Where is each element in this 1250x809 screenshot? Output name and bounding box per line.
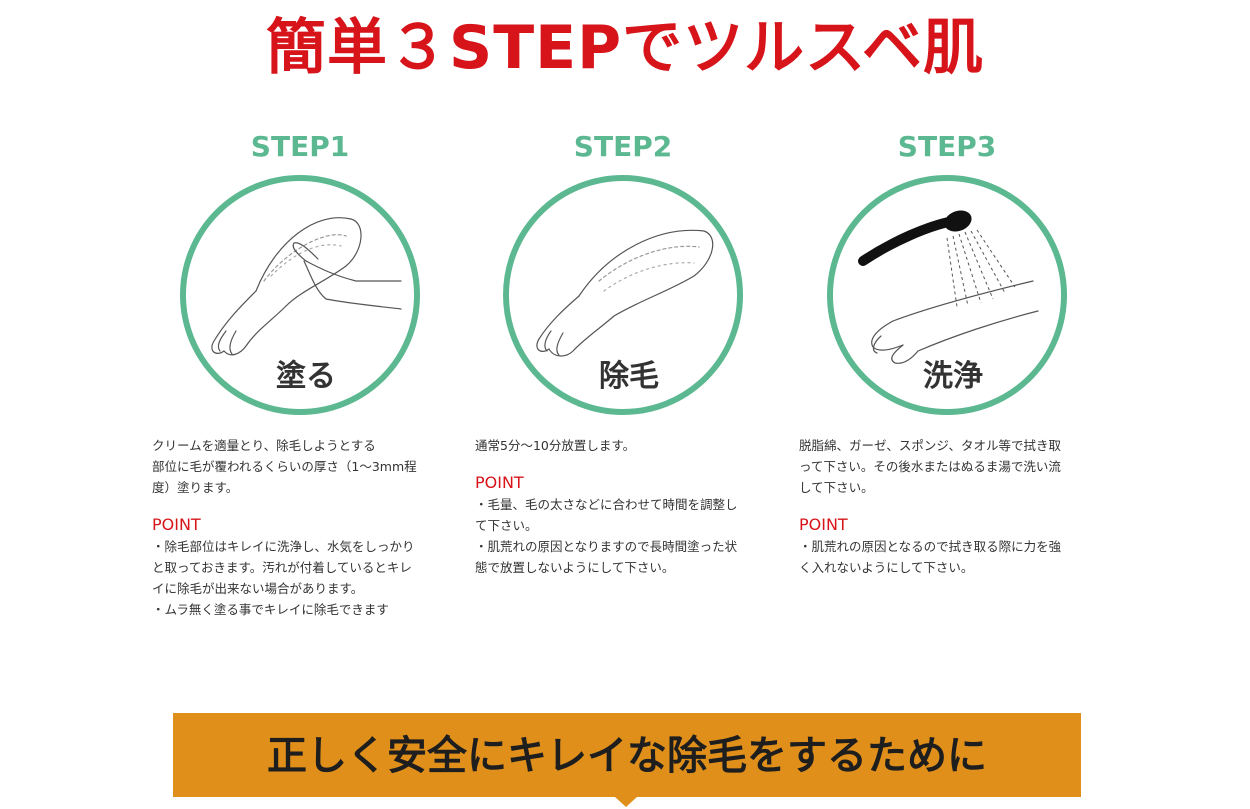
step-label: STEP1 (250, 130, 350, 163)
hand-applying-cream-icon (211, 217, 402, 356)
step-illustration-circle: 塗る (180, 175, 420, 415)
point-heading: POINT (152, 515, 201, 534)
step-description: 脱脂綿、ガーゼ、スポンジ、タオル等で拭き取 って下さい。その後水またはぬるま湯で… (799, 438, 1062, 495)
step-illustration-circle: 除毛 (503, 175, 743, 415)
point-heading: POINT (475, 473, 524, 492)
step-description: クリームを適量とり、除毛しようとする 部位に毛が覆われるくらいの厚さ（1〜3mm… (152, 438, 417, 495)
step-action-label: 洗浄 (923, 359, 983, 394)
step-description: 通常5分〜10分放置します。 (475, 438, 636, 453)
step-action-label: 塗る (276, 359, 336, 394)
banner-heading: 正しく安全にキレイな除毛をするために (267, 733, 987, 779)
point-heading: POINT (799, 515, 848, 534)
section-banner: 正しく安全にキレイな除毛をするために (173, 713, 1081, 797)
point-body: ・毛量、毛の太さなどに合わせて時間を調整し て下さい。 ・肌荒れの原因となります… (475, 497, 738, 575)
step-label: STEP2 (573, 130, 673, 163)
point-body: ・肌荒れの原因となるので拭き取る際に力を強 く入れないようにして下さい。 (799, 539, 1062, 575)
page-title: 簡単３STEPでツルスベ肌 (266, 13, 984, 83)
point-body: ・除毛部位はキレイに洗浄し、水気をしっかり と取っておきます。汚れが付着している… (152, 539, 415, 617)
banner-arrow-down-icon (615, 797, 637, 807)
arm-with-cream-icon (536, 229, 714, 357)
step-label: STEP3 (897, 130, 997, 163)
step-action-label: 除毛 (599, 359, 659, 394)
step-illustration-circle: 洗浄 (827, 175, 1067, 415)
shower-rinsing-arm-icon (858, 210, 1039, 364)
